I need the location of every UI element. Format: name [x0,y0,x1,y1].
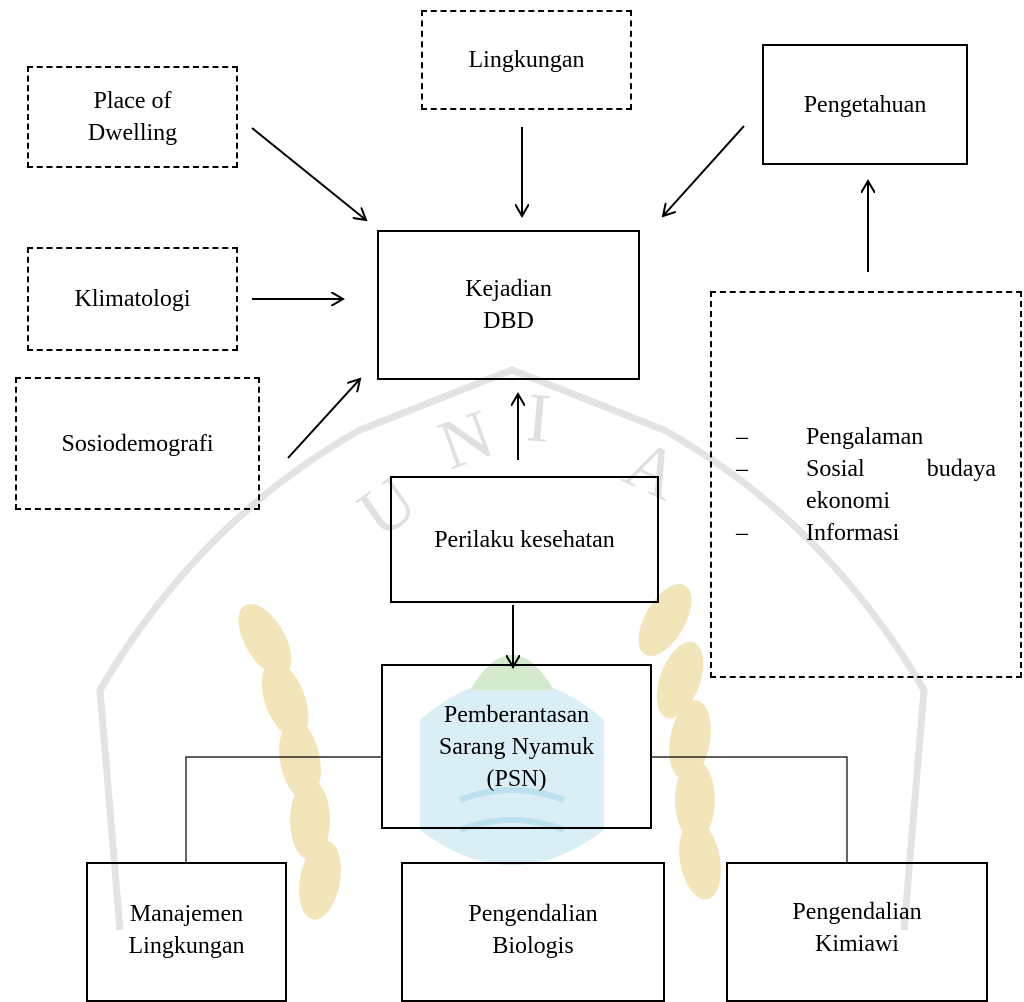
arrow-sosio-to-kejadian [287,379,360,459]
node-place-of-dwelling-label: Place of Dwelling [87,88,178,146]
node-sosiodemografi-label: Sosiodemografi [61,430,214,457]
node-pengendalian-biologis-label: Pengendalian Biologis [468,901,598,959]
node-lingkungan-label: Lingkungan [468,47,585,73]
list-dash: – [736,455,748,482]
node-manajemen-lingkungan-label: Manajemen Lingkungan [128,901,245,959]
rice-stalk-right-icon [638,583,721,900]
list-dash: – [736,519,748,546]
node-faktor-list: – Pengalaman – Sosial budaya ekonomi – I… [710,291,1022,678]
node-manajemen-lingkungan: Manajemen Lingkungan [86,862,287,1002]
factor-item: – Sosial budaya ekonomi [736,453,996,517]
node-perilaku-kesehatan-label: Perilaku kesehatan [434,526,615,553]
node-pengendalian-biologis: Pengendalian Biologis [401,862,665,1002]
factor-item-label: Informasi [806,519,900,546]
factor-item: – Pengalaman [736,421,996,453]
node-klimatologi: Klimatologi [27,247,238,351]
node-psn: Pemberantasan Sarang Nyamuk (PSN) [381,664,652,829]
node-pengendalian-kimiawi-label: Pengendalian Kimiawi [792,899,922,957]
node-klimatologi-label: Klimatologi [74,286,191,312]
node-perilaku-kesehatan: Perilaku kesehatan [390,476,659,603]
node-psn-label: Pemberantasan Sarang Nyamuk (PSN) [438,701,595,792]
factor-list: – Pengalaman – Sosial budaya ekonomi – I… [712,421,996,549]
arrow-pengetahuan-to-kejadian [663,125,745,216]
rice-stalk-left-icon [238,603,341,920]
factor-item-label: Pengalaman [806,423,924,450]
node-place-of-dwelling: Place of Dwelling [27,66,238,168]
factor-item-label: Sosial budaya ekonomi [806,455,996,514]
node-lingkungan: Lingkungan [421,10,632,110]
emblem-center-icon [420,680,604,865]
connector-psn-to-manajemen [185,756,381,862]
connector-psn-to-kimiawi [652,756,848,862]
arrow-place-to-kejadian [251,127,366,220]
node-kejadian-dbd: Kejadian DBD [377,230,640,380]
list-dash: – [736,423,748,450]
factor-item: – Informasi [736,517,996,549]
node-pengetahuan-label: Pengetahuan [803,91,927,118]
node-kejadian-dbd-label: Kejadian DBD [465,276,552,334]
node-pengendalian-kimiawi: Pengendalian Kimiawi [726,862,988,1002]
node-sosiodemografi: Sosiodemografi [15,377,260,510]
node-pengetahuan: Pengetahuan [762,44,968,165]
